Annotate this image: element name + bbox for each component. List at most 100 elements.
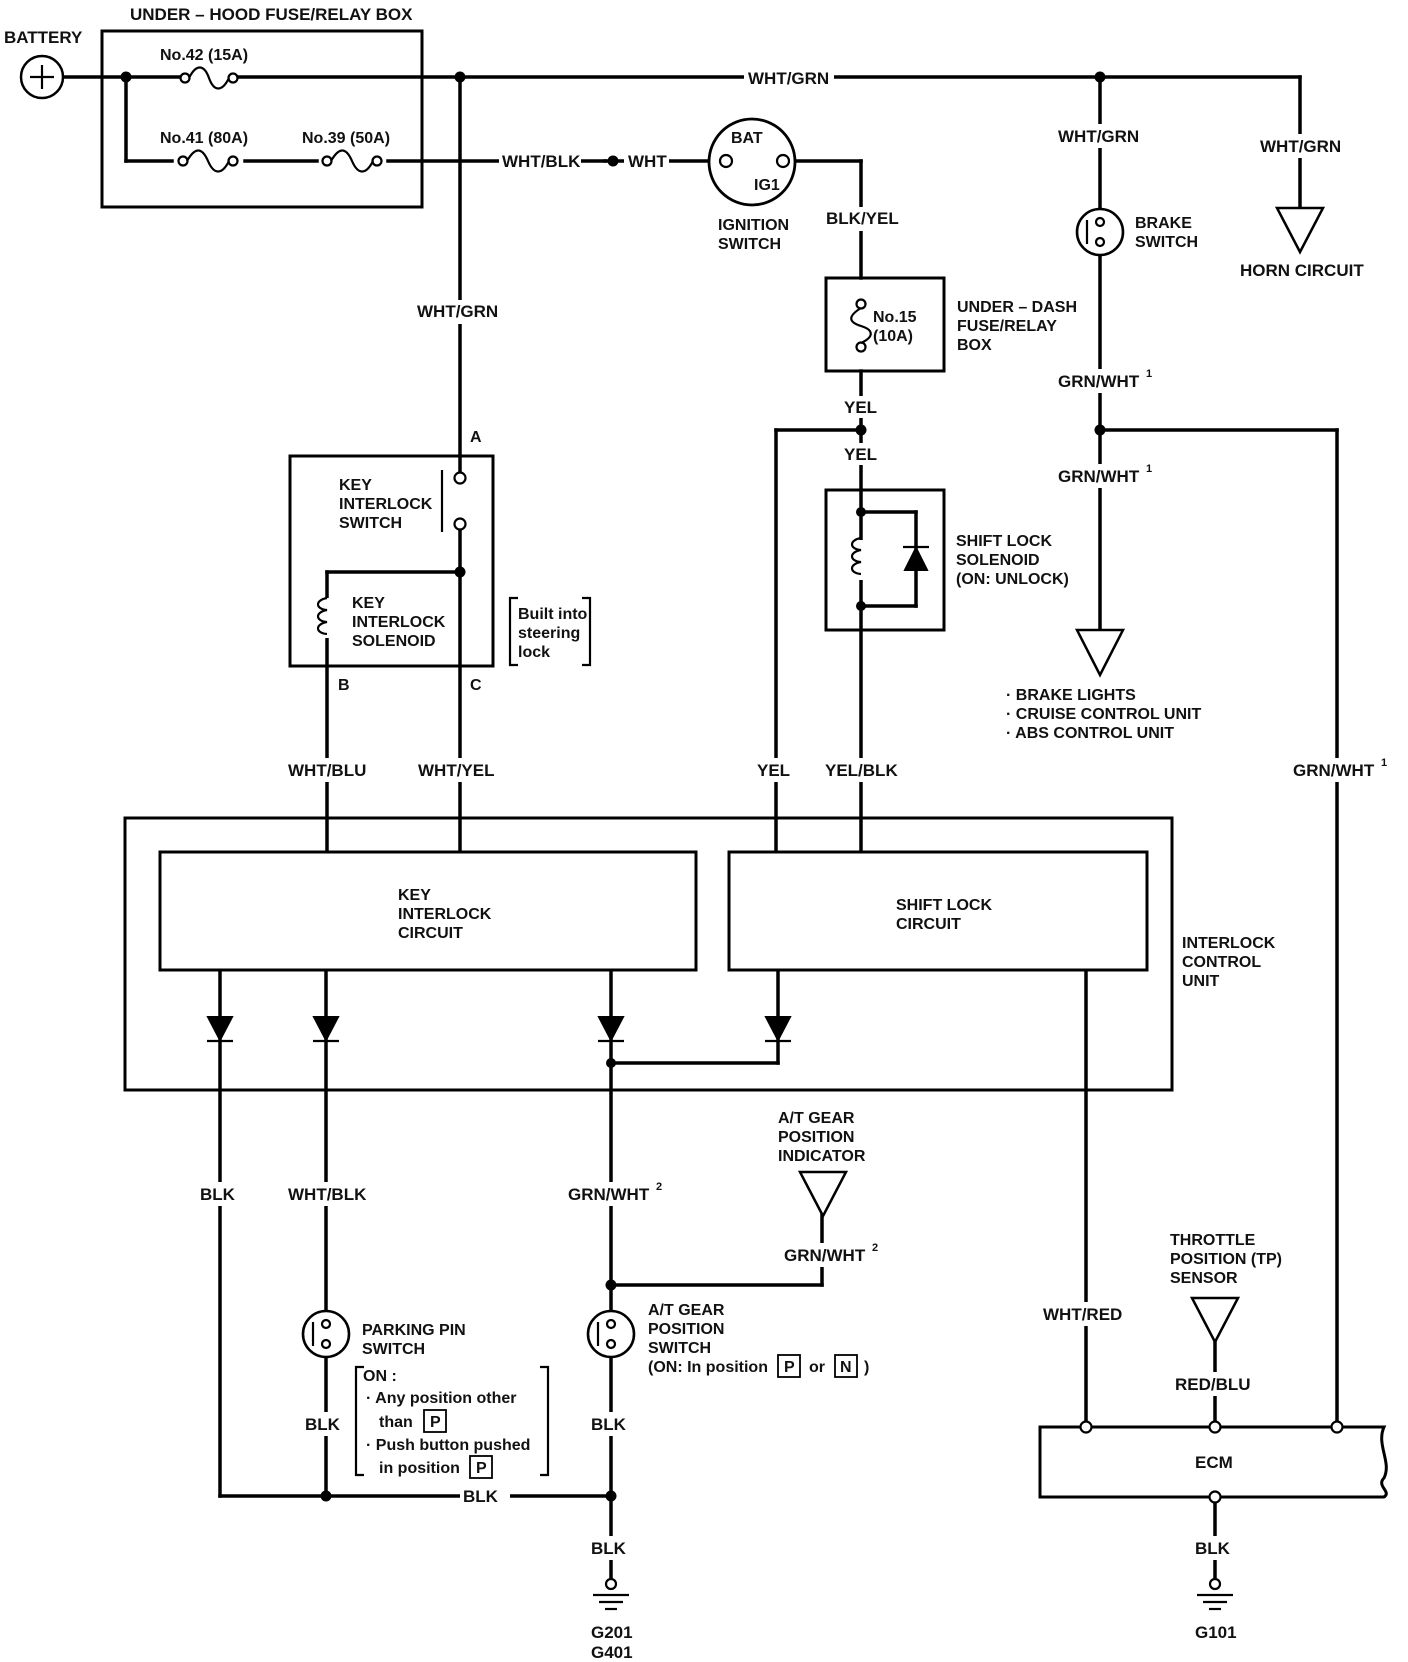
key-interlock-switch-label-3: SWITCH: [339, 515, 402, 532]
pin-c-label: C: [470, 677, 482, 694]
built-into-label-1: Built into: [518, 606, 588, 623]
at-gear-switch-label-2: POSITION: [648, 1321, 724, 1338]
pin-a-label: A: [470, 429, 482, 446]
key-interlock-circuit-label-3: CIRCUIT: [398, 925, 463, 942]
brake-output-1: · BRAKE LIGHTS: [1006, 687, 1136, 704]
battery-label: BATTERY: [4, 28, 83, 47]
underdash-box-label-1: UNDER – DASH: [957, 299, 1077, 316]
wire-label-wht-grn-left: WHT/GRN: [417, 302, 498, 321]
tp-sensor-label-3: SENSOR: [1170, 1270, 1238, 1287]
wire-label-wht-grn-top: WHT/GRN: [748, 69, 829, 88]
brake-output-2: · CRUISE CONTROL UNIT: [1006, 706, 1201, 723]
diode-3: [597, 1016, 625, 1043]
brake-switch-label-1: BRAKE: [1135, 215, 1192, 232]
wire-label-wht-top: WHT: [628, 152, 667, 171]
underhood-fuse-box: UNDER – HOOD FUSE/RELAY BOX No.42 (15A) …: [100, 5, 466, 209]
parking-note-3: than: [379, 1414, 413, 1431]
shift-lock-solenoid-label-2: SOLENOID: [956, 552, 1040, 569]
at-gear-or: or: [809, 1359, 825, 1376]
wire-label-blk-3: BLK: [591, 1415, 627, 1434]
wire-label-blk-5: BLK: [591, 1539, 627, 1558]
parking-note-5: in position: [379, 1460, 460, 1477]
fuse-39-label: No.39 (50A): [302, 130, 390, 147]
diode-1: [206, 1016, 234, 1043]
g101-label: G101: [1195, 1623, 1237, 1642]
wire-label-wht-blk-top: WHT/BLK: [502, 152, 581, 171]
shift-lock-circuit-label-2: CIRCUIT: [896, 916, 961, 933]
at-gear-position-switch: A/T GEAR POSITION SWITCH (ON: In positio…: [586, 1302, 869, 1378]
fuse-41-label: No.41 (80A): [160, 130, 248, 147]
horn-circuit: WHT/GRN HORN CIRCUIT: [1240, 134, 1364, 280]
at-gear-pos-p: P: [784, 1359, 795, 1376]
wire-label-grn-wht-2: GRN/WHT: [1058, 467, 1140, 486]
shift-lock-solenoid-label-1: SHIFT LOCK: [956, 533, 1052, 550]
interlock-control-unit-label-2: CONTROL: [1182, 954, 1261, 971]
parking-note-4: · Push button pushed: [366, 1437, 530, 1454]
fuse-41-symbol: [186, 149, 230, 173]
key-solenoid-coil: [316, 596, 328, 636]
key-interlock-assembly: A KEY INTERLOCK SWITCH KEY INTERLOCK SOL…: [288, 429, 592, 694]
built-into-label-2: steering: [518, 625, 580, 642]
g401-label: G401: [591, 1643, 633, 1662]
brake-switch: WHT/GRN BRAKE SWITCH: [1058, 71, 1198, 257]
interlock-control-unit-label-1: INTERLOCK: [1182, 935, 1276, 952]
brake-outputs: · BRAKE LIGHTS · CRUISE CONTROL UNIT · A…: [1006, 628, 1201, 742]
ecm-label: ECM: [1195, 1453, 1233, 1472]
key-interlock-circuit-label-1: KEY: [398, 887, 431, 904]
horn-circuit-label: HORN CIRCUIT: [1240, 261, 1364, 280]
at-gear-switch-label-3: SWITCH: [648, 1340, 711, 1357]
svg-text:2: 2: [872, 1242, 878, 1254]
wire-label-wht-yel: WHT/YEL: [418, 761, 495, 780]
wire-label-blk-4: BLK: [463, 1487, 499, 1506]
wire-label-blk-yel: BLK/YEL: [826, 209, 899, 228]
parking-note-p-2: P: [476, 1460, 487, 1477]
wire-label-grn-wht-5: GRN/WHT: [784, 1246, 866, 1265]
fuse-15-label-2: (10A): [873, 328, 913, 345]
at-gear-pos-n: N: [840, 1359, 852, 1376]
wire-label-red-blu: RED/BLU: [1175, 1375, 1251, 1394]
underdash-box-label-2: FUSE/RELAY: [957, 318, 1057, 335]
key-interlock-switch-label-1: KEY: [339, 477, 372, 494]
wire-label-grn-wht-3: GRN/WHT: [1293, 761, 1375, 780]
wire-label-blk-2: BLK: [305, 1415, 341, 1434]
key-interlock-solenoid-label-2: INTERLOCK: [352, 614, 446, 631]
shift-lock-solenoid: SHIFT LOCK SOLENOID (ON: UNLOCK): [824, 488, 1069, 632]
wire-label-blk-6: BLK: [1195, 1539, 1231, 1558]
diode-symbol: [903, 545, 929, 571]
diode-2: [312, 1016, 340, 1043]
interlock-control-unit-label-3: UNIT: [1182, 973, 1220, 990]
fuse-42-symbol: [188, 66, 230, 90]
parking-note-1: ON :: [363, 1368, 397, 1385]
ground-g101: G101: [1195, 1577, 1237, 1642]
ignition-switch: BAT IG1 IGNITION SWITCH: [707, 117, 797, 253]
wire-label-wht-grn-brake: WHT/GRN: [1058, 127, 1139, 146]
at-gear-indicator-label-1: A/T GEAR: [778, 1110, 855, 1127]
at-gear-indicator-label-3: INDICATOR: [778, 1148, 866, 1165]
key-interlock-circuit-label-2: INTERLOCK: [398, 906, 492, 923]
label-backgrounds: [197, 65, 1384, 1560]
wire-label-yel-blk: YEL/BLK: [825, 761, 898, 780]
at-gear-indicator-label-2: POSITION: [778, 1129, 854, 1146]
key-interlock-solenoid-label-3: SOLENOID: [352, 633, 436, 650]
at-gear-switch-on-label: (ON: In position: [648, 1359, 768, 1376]
wire-label-yel-1: YEL: [844, 398, 877, 417]
parking-pin-switch-label-2: SWITCH: [362, 1341, 425, 1358]
wire-label-wht-grn-horn: WHT/GRN: [1260, 137, 1341, 156]
wire-label-wht-blk-2: WHT/BLK: [288, 1185, 367, 1204]
at-gear-switch-label-1: A/T GEAR: [648, 1302, 725, 1319]
interlock-control-unit: KEY INTERLOCK CIRCUIT SHIFT LOCK CIRCUIT…: [123, 816, 1276, 1092]
parking-pin-switch-label-1: PARKING PIN: [362, 1322, 466, 1339]
key-interlock-switch-label-2: INTERLOCK: [339, 496, 433, 513]
brake-output-3: · ABS CONTROL UNIT: [1006, 725, 1174, 742]
built-into-label-3: lock: [518, 644, 550, 661]
ig1-terminal-label: IG1: [754, 177, 780, 194]
key-interlock-solenoid-label-1: KEY: [352, 595, 385, 612]
solenoid-coil: [850, 536, 862, 576]
wire-label-wht-red: WHT/RED: [1043, 1305, 1122, 1324]
underdash-box-label-3: BOX: [957, 337, 992, 354]
ground-g201-g401: G201 G401: [591, 1577, 633, 1662]
wire-label-grn-wht-1: GRN/WHT: [1058, 372, 1140, 391]
shift-lock-solenoid-label-3: (ON: UNLOCK): [956, 571, 1069, 588]
ignition-switch-label-2: SWITCH: [718, 236, 781, 253]
tp-sensor-label-2: POSITION (TP): [1170, 1251, 1282, 1268]
